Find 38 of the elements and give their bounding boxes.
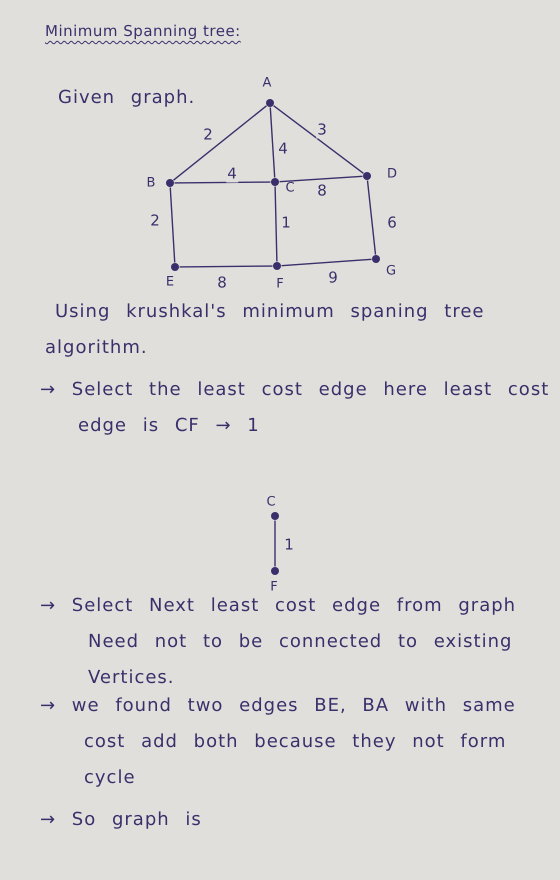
vertex-dot: [266, 99, 274, 107]
graph-edge: [170, 187, 176, 263]
vertex-dot: [166, 179, 174, 187]
note-text: Using krushkal's minimum spaning tree algorithm.: [45, 300, 486, 360]
note-text: → Select Next least cost edge from graph Need not to be connected to existing Vertices.: [40, 594, 518, 690]
vertex-label: A: [262, 76, 272, 90]
vertex-label: C: [266, 494, 276, 510]
vertex-label: C: [285, 180, 295, 196]
vertex-dot: [273, 262, 281, 270]
vertex-dot: [372, 255, 380, 263]
graph-edge: [274, 520, 276, 566]
graph-edge: [366, 180, 376, 255]
vertex-label: G: [386, 264, 396, 278]
graph-edge: [180, 265, 272, 268]
note-text: → So graph is: [40, 808, 202, 832]
note-text: → we found two edges BE, BA with same cost add both because they not form cycle: [40, 694, 517, 790]
vertex-dot: [271, 178, 279, 186]
vertex-label: F: [276, 276, 284, 292]
graph-edge: [173, 105, 267, 181]
graph-edge: [273, 105, 364, 174]
vertex-dot: [363, 172, 371, 180]
graph-edge: [270, 107, 276, 178]
note-text: → Select the least cost edge here least cost edge is CF → 1: [40, 378, 550, 438]
title: Minimum Spanning tree:: [45, 21, 241, 42]
graph-edge: [279, 176, 363, 182]
vertex-dot: [171, 263, 179, 271]
vertex-label: E: [166, 274, 174, 290]
note-text: Given graph.: [58, 86, 196, 110]
vertex-label: B: [146, 176, 156, 190]
graph-edge: [281, 258, 372, 266]
vertex-label: D: [387, 166, 397, 182]
graph-edge: [174, 181, 270, 184]
graph-edge: [274, 186, 278, 262]
edge-label: 3: [316, 122, 328, 138]
edge-label: 4: [226, 166, 238, 182]
vertex-label: F: [270, 580, 278, 594]
vertex-dot: [271, 567, 279, 575]
vertex-dot: [271, 512, 279, 520]
